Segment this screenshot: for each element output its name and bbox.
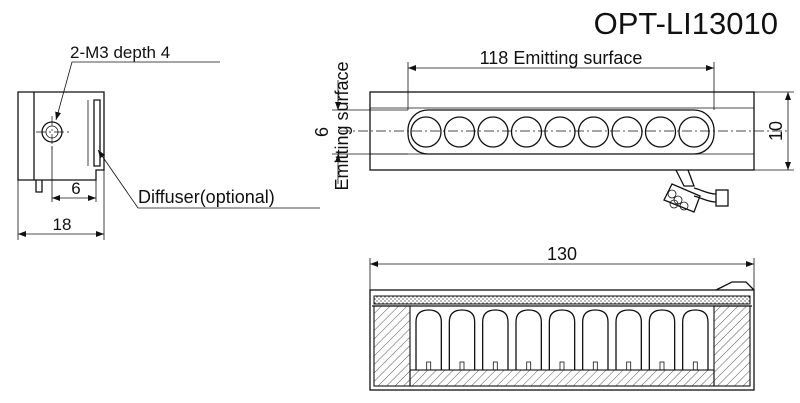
led-lens (611, 116, 643, 148)
diffuser-layer (373, 295, 751, 305)
base-plate (409, 369, 715, 387)
section-led-row (415, 309, 709, 371)
emitting-window (407, 109, 715, 155)
led-lens (644, 116, 677, 148)
led-profile (448, 309, 476, 370)
led-stem (492, 361, 498, 371)
led-profile (482, 309, 509, 370)
end-block-left (373, 305, 411, 387)
led-profile (682, 309, 709, 370)
led-lens (410, 116, 442, 148)
led-profile (582, 309, 609, 370)
emitting-height-value: 6 (312, 127, 332, 137)
led-profile (515, 309, 542, 370)
height-dimension: 10 (766, 121, 786, 141)
led-profile (548, 309, 576, 370)
led-lens (544, 116, 576, 148)
led-stem (526, 361, 532, 371)
led-lens (577, 116, 610, 148)
front-led-row (410, 116, 710, 148)
led-stem (592, 361, 598, 371)
led-stem (426, 361, 432, 371)
offset-dimension: 6 (71, 179, 80, 198)
front-view: 118 Emitting surface 6 Emitting surface … (312, 48, 794, 213)
cable-gland (663, 169, 729, 213)
width-dimension: 18 (53, 215, 72, 234)
led-stem (659, 361, 665, 371)
length-dimension: 130 (547, 244, 577, 264)
led-lens (510, 116, 543, 148)
led-lens (678, 116, 710, 148)
led-profile (648, 309, 676, 370)
diffuser-label: Diffuser(optional) (138, 187, 275, 207)
led-stem (692, 361, 698, 371)
emitting-length-dimension: 118 Emitting surface (480, 48, 643, 68)
thread-note: 2-M3 depth 4 (70, 43, 170, 62)
emitting-height-label: Emitting surface (332, 61, 352, 190)
led-lens (443, 116, 476, 148)
led-profile (615, 309, 642, 370)
led-stem (626, 361, 632, 371)
led-profile (415, 309, 442, 370)
led-stem (459, 361, 465, 371)
section-view: 130 (369, 244, 755, 391)
side-view: 2-M3 depth 4 6 18 Diffuser(optional) (17, 43, 320, 240)
end-block-right (713, 305, 751, 387)
led-lens (477, 116, 509, 148)
drawing-title: OPT-LI13010 (594, 6, 778, 41)
led-stem (559, 361, 565, 371)
